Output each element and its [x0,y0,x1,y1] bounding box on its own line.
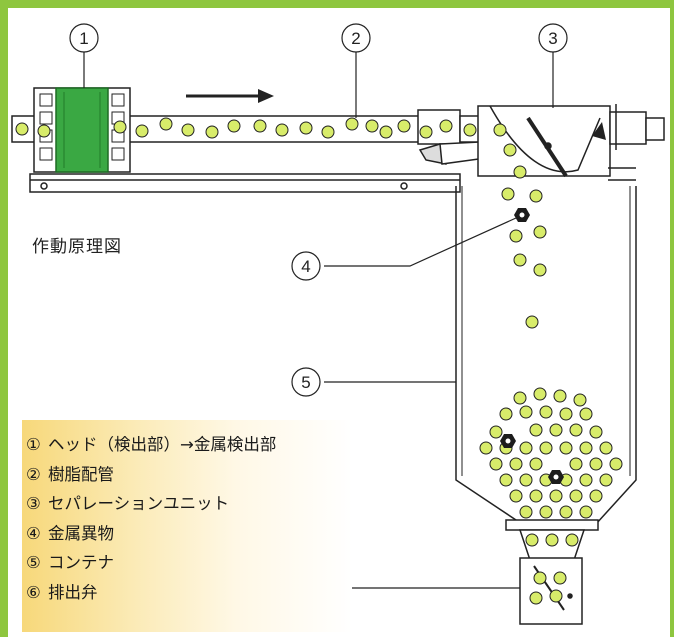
legend-item: ③ セパレーションユニット [26,489,352,519]
callout-3-label: 3 [548,29,557,48]
legend-text: 樹脂配管 [48,464,114,484]
legend-item: ⑥ 排出弁 [26,578,352,608]
base-rail [29,173,461,193]
callout-1 [69,23,99,53]
callout-1-label: 1 [79,29,88,48]
container-body [455,186,637,525]
legend-text: 排出弁 [48,582,98,602]
legend-text: セパレーションユニット [48,494,230,513]
legend-number: ① [26,435,41,454]
legend: ① ヘッド（検出部）→金属検出部 ② 樹脂配管 ③ セパレーションユニット ④ 金属異物… [22,420,352,632]
pellets [15,117,623,605]
callout-5-label: 5 [301,373,310,392]
legend-text: 金属異物 [48,523,114,543]
callout-3 [538,23,568,53]
legend-item: ④ 金属異物 [26,519,352,549]
callout-4-label: 4 [301,257,310,276]
legend-number: ⑥ [26,582,41,602]
figure-title: 作動原理図 [32,237,122,257]
callout-leaders [83,52,554,589]
legend-item: ⑤ コンテナ [26,548,352,578]
legend-text: ヘッド（検出部）→金属検出部 [48,435,277,454]
legend-number: ③ [26,494,41,513]
flow-arrow [186,89,274,103]
callout-2-label: 2 [351,29,360,48]
callout-4 [291,251,321,281]
metal-foreign-objects [500,208,564,484]
legend-item: ① ヘッド（検出部）→金属検出部 [26,430,352,460]
legend-item: ② 樹脂配管 [26,460,352,490]
outlet-arrow [592,122,606,140]
legend-number: ⑤ [26,553,41,572]
callout-5 [291,367,321,397]
callout-2 [341,23,371,53]
legend-number: ④ [26,523,41,543]
legend-text: コンテナ [48,553,114,572]
diagram-structure [11,87,665,625]
valve-flange [505,519,599,531]
legend-number: ② [26,464,41,484]
